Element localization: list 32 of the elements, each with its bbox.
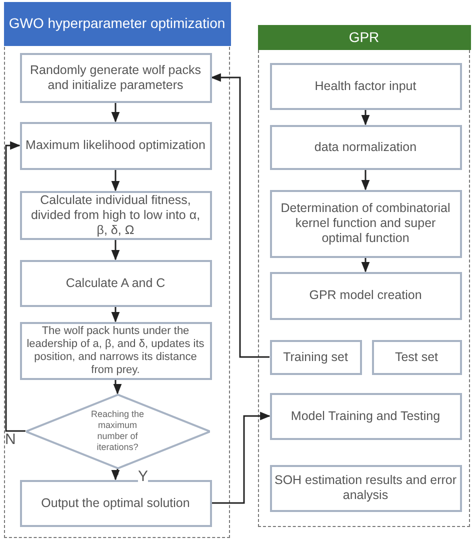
arrow: [5, 141, 26, 432]
process-box: Output the optimal solution: [20, 480, 212, 526]
process-box: Test set: [372, 340, 462, 374]
dashed-group-panel: [258, 25, 470, 527]
process-box: Calculate individual fitness, divided from high to low into α, β, δ, Ω: [20, 190, 212, 240]
dashed-group-panel: [4, 2, 230, 538]
panel-header: GWO hyperparameter optimization: [4, 2, 230, 46]
arrow: [113, 380, 122, 395]
edge-label: Y: [138, 469, 148, 485]
arrow: [210, 73, 270, 358]
process-box: Maximum likelihood optimization: [20, 122, 212, 170]
decision-text: Reaching the maximum number of iterations?: [90, 409, 146, 453]
process-box: The wolf pack hunts under the leadership of a, β, and δ, updates its position, and narrows its distance from prey.: [20, 322, 212, 380]
arrow: [111, 240, 120, 261]
panel-header: GPR: [258, 24, 470, 50]
arrow: [361, 110, 370, 126]
process-box: Calculate A and C: [20, 260, 212, 306]
process-box: Health factor input: [270, 62, 462, 110]
process-box: data normalization: [270, 124, 462, 170]
arrow: [111, 102, 120, 123]
arrow: [111, 170, 120, 192]
arrow: [361, 258, 370, 273]
process-box: Training set: [270, 340, 362, 374]
arrow: [111, 306, 120, 323]
arrow: [111, 468, 120, 481]
process-box: Model Training and Testing: [270, 392, 462, 440]
process-box: SOH estimation results and error analysis: [270, 464, 462, 512]
arrow: [361, 170, 370, 191]
process-box: Determination of combinatorial kernel function and super optimal function: [270, 190, 462, 258]
arrow: [212, 412, 271, 504]
process-box: GPR model creation: [270, 272, 462, 320]
process-box: Randomly generate wolf packs and initialize parameters: [20, 52, 212, 102]
